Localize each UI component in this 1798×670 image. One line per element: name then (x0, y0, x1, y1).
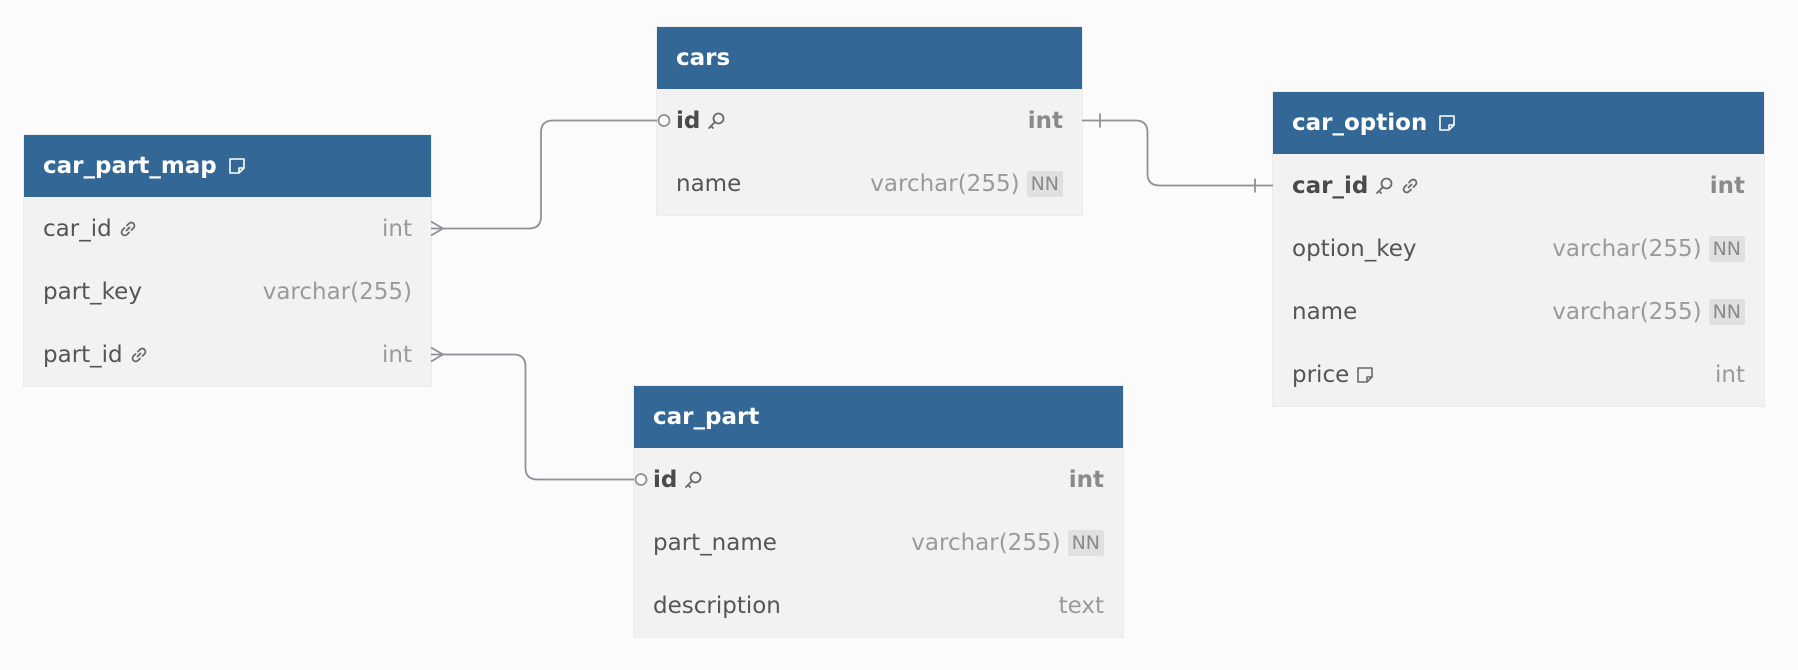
field-row[interactable]: id int (657, 89, 1082, 152)
field-type: int (382, 341, 412, 368)
field-name: id (676, 108, 726, 134)
table-header[interactable]: car_part_map (24, 135, 431, 197)
field-name: car_id (43, 216, 138, 242)
field-type: varchar(255) (1552, 235, 1702, 262)
field-name: price (1292, 362, 1375, 388)
field-row[interactable]: part_key varchar(255) (24, 260, 431, 323)
field-type: varchar(255) (870, 170, 1020, 197)
field-type: int (1715, 361, 1745, 388)
table-name: car_option (1292, 110, 1428, 136)
field-type: int (1709, 172, 1745, 199)
table-header[interactable]: car_option (1273, 92, 1764, 154)
field-type: text (1058, 592, 1104, 619)
field-type: varchar(255) (262, 278, 412, 305)
key-icon (683, 470, 703, 490)
note-icon (1437, 113, 1457, 133)
field-type: varchar(255) (1552, 298, 1702, 325)
field-row[interactable]: id int (634, 448, 1123, 511)
field-name: part_id (43, 342, 149, 368)
field-row[interactable]: part_id int (24, 323, 431, 386)
table-name: car_part (653, 404, 760, 430)
link-icon (129, 345, 149, 365)
not-null-badge: NN (1067, 529, 1104, 556)
field-row[interactable]: car_id int (1273, 154, 1764, 217)
field-name: id (653, 467, 703, 493)
field-row[interactable]: car_id int (24, 197, 431, 260)
field-type: int (382, 215, 412, 242)
field-row[interactable]: description text (634, 574, 1123, 637)
field-name: option_key (1292, 235, 1417, 262)
link-icon (118, 219, 138, 239)
table-cars[interactable]: cars id int name varchar(255)NN (657, 27, 1082, 215)
field-name: car_id (1292, 173, 1420, 199)
field-row[interactable]: name varchar(255)NN (1273, 280, 1764, 343)
note-icon (227, 156, 247, 176)
table-name: cars (676, 45, 731, 71)
field-name: part_key (43, 278, 142, 305)
field-row[interactable]: part_name varchar(255)NN (634, 511, 1123, 574)
table-header[interactable]: cars (657, 27, 1082, 89)
field-name: name (1292, 298, 1358, 325)
field-name: name (676, 170, 742, 197)
not-null-badge: NN (1708, 235, 1745, 262)
field-type: int (1068, 466, 1104, 493)
table-name: car_part_map (43, 153, 217, 179)
not-null-badge: NN (1708, 298, 1745, 325)
field-type: varchar(255) (911, 529, 1061, 556)
field-type: int (1027, 107, 1063, 134)
field-row[interactable]: price int (1273, 343, 1764, 406)
note-icon (1355, 365, 1375, 385)
key-icon (706, 111, 726, 131)
field-row[interactable]: name varchar(255)NN (657, 152, 1082, 215)
table-header[interactable]: car_part (634, 386, 1123, 448)
link-icon (1400, 176, 1420, 196)
key-icon (1374, 176, 1394, 196)
not-null-badge: NN (1026, 170, 1063, 197)
field-row[interactable]: option_key varchar(255)NN (1273, 217, 1764, 280)
field-name: description (653, 592, 781, 619)
field-name: part_name (653, 529, 777, 556)
